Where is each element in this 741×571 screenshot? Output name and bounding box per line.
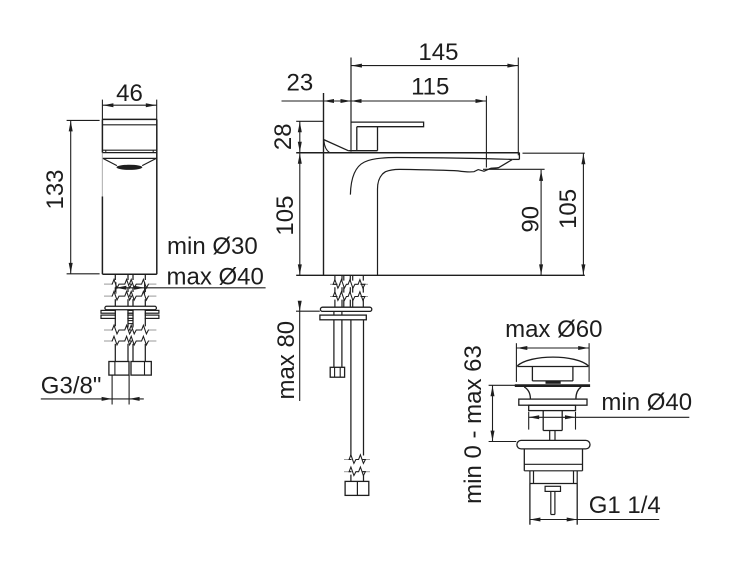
svg-text:max 80: max 80 (273, 321, 300, 400)
svg-text:min 0 - max 63: min 0 - max 63 (460, 345, 487, 504)
svg-text:max Ø40: max Ø40 (167, 264, 264, 291)
svg-text:G3/8": G3/8" (41, 373, 102, 400)
svg-text:105: 105 (555, 189, 582, 229)
svg-text:max Ø60: max Ø60 (505, 316, 602, 343)
svg-text:133: 133 (42, 169, 69, 209)
svg-text:90: 90 (518, 206, 545, 233)
svg-text:min Ø40: min Ø40 (601, 389, 692, 416)
svg-text:28: 28 (270, 123, 297, 150)
svg-text:23: 23 (287, 70, 314, 97)
svg-text:115: 115 (411, 73, 449, 100)
svg-text:105: 105 (272, 196, 299, 236)
svg-text:46: 46 (116, 80, 143, 107)
svg-text:145: 145 (418, 39, 458, 66)
svg-text:G1 1/4: G1 1/4 (589, 492, 661, 519)
svg-text:min Ø30: min Ø30 (167, 233, 258, 260)
